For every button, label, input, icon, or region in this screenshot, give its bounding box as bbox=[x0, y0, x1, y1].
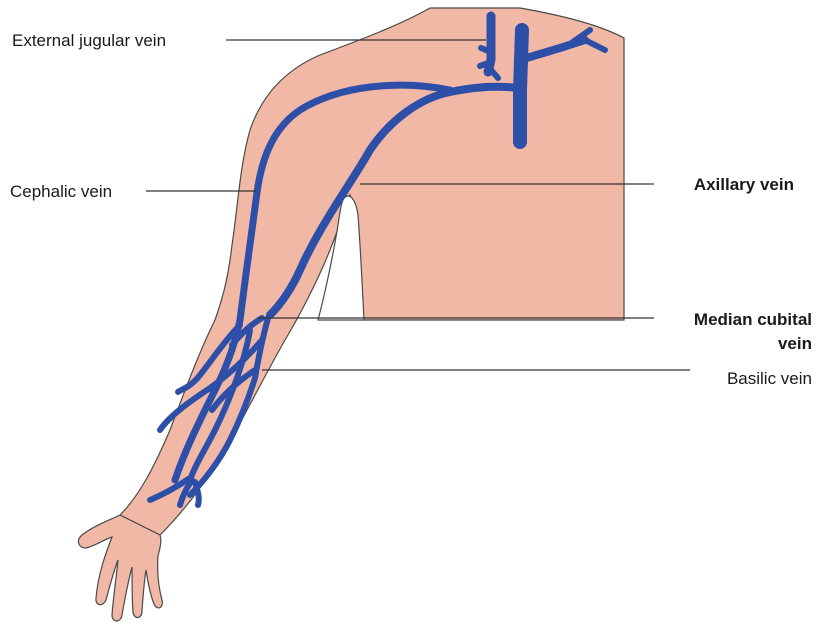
wrist-vein-c bbox=[195, 482, 199, 505]
label-median-cubital-line1: Median cubital bbox=[694, 308, 812, 332]
label-axillary-vein: Axillary vein bbox=[694, 175, 794, 195]
label-median-cubital-line2: vein bbox=[694, 332, 812, 356]
arm-silhouette bbox=[79, 8, 624, 621]
hand-skin bbox=[79, 515, 163, 621]
label-cephalic-vein: Cephalic vein bbox=[10, 182, 112, 202]
label-basilic-vein: Basilic vein bbox=[727, 369, 812, 389]
label-median-cubital-vein: Median cubital vein bbox=[694, 308, 812, 356]
label-external-jugular-vein: External jugular vein bbox=[12, 31, 166, 51]
